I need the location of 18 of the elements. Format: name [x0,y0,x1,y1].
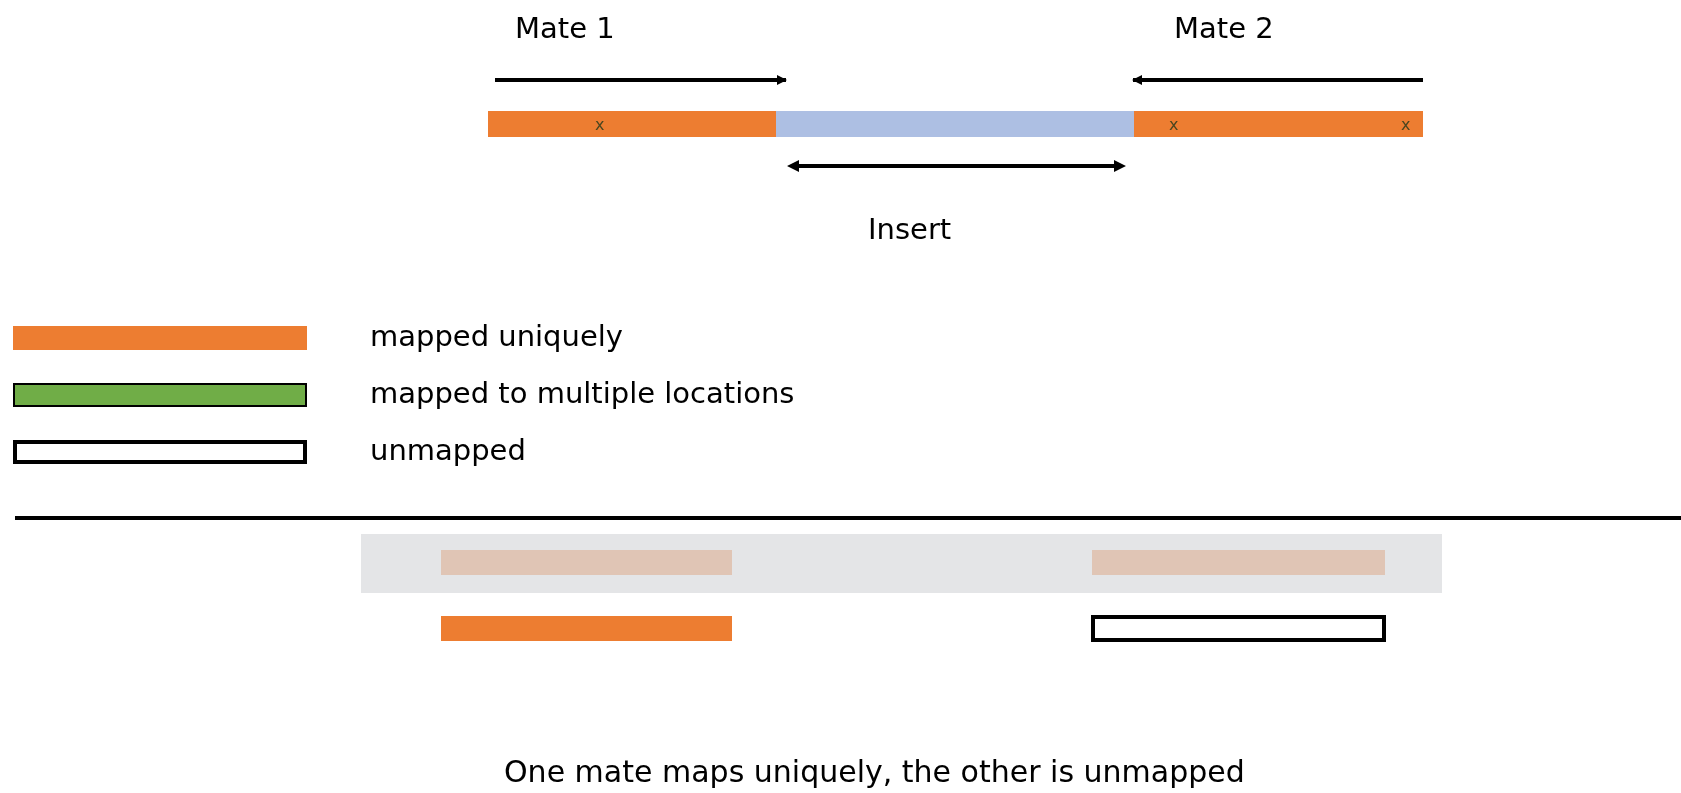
legend-text: mapped to multiple locations [370,379,795,408]
read-bar [488,111,776,137]
faded-read-bar [441,550,732,575]
legend-text: mapped uniquely [370,322,623,351]
read-bar [1134,111,1423,137]
mark-text: x [1169,117,1179,133]
unmapped-read-bar [1091,615,1386,642]
legend-text: unmapped [370,436,526,465]
label-text: Mate 2 [1174,14,1274,43]
label-text: Mate 1 [515,14,615,43]
panel-background [361,534,1442,593]
insert-bar [776,111,1134,137]
label-text: Insert [868,215,952,244]
mark-text: x [1401,117,1411,133]
mapped-read-bar [441,616,732,641]
faded-read-bar [1092,550,1385,575]
mark-text: x [595,117,605,133]
caption-text: One mate maps uniquely, the other is unmapped [504,757,1245,787]
